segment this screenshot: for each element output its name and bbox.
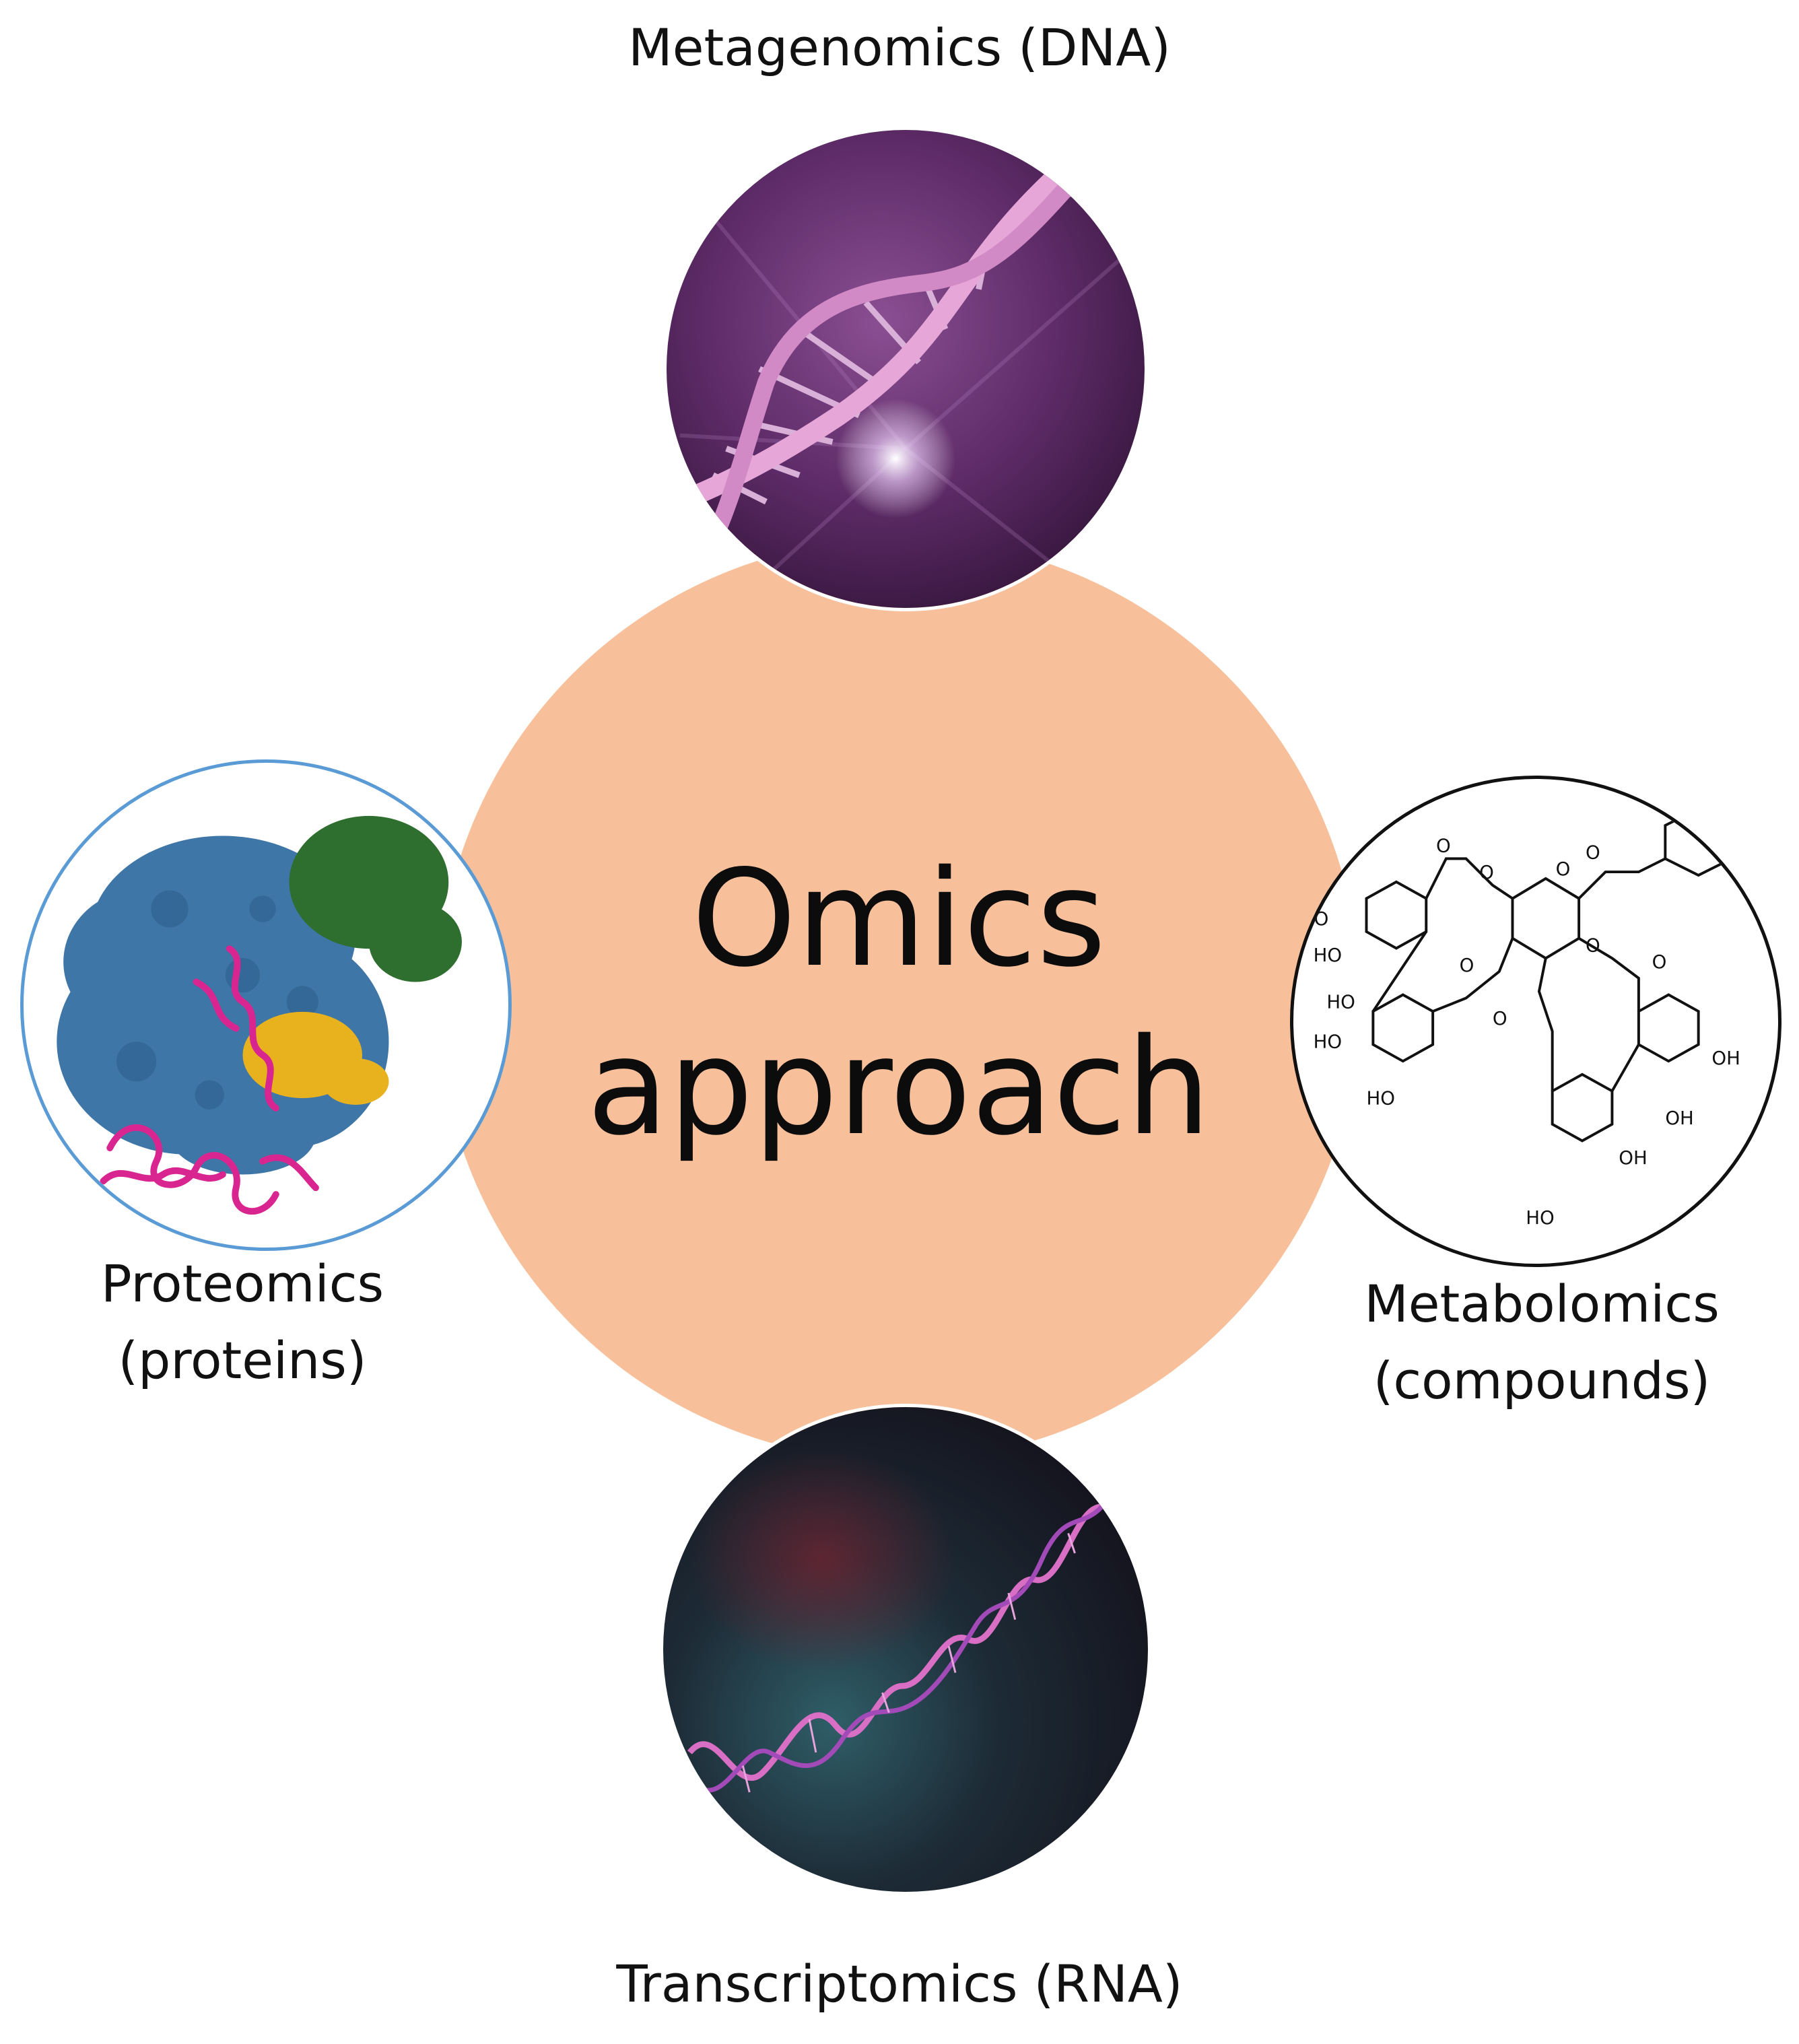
protein-image-circle bbox=[20, 759, 512, 1251]
chemical-structure-icon: O O O O O O O O HO HO HO HO HO HO HO OH … bbox=[1300, 807, 1740, 1229]
chem-label-oh3: OH bbox=[1619, 1147, 1648, 1169]
chem-label-o8: O bbox=[1652, 951, 1667, 973]
rna-image-circle bbox=[660, 1404, 1151, 1895]
proteomics-label-line2: (proteins) bbox=[118, 1330, 367, 1390]
omics-center-circle bbox=[438, 539, 1360, 1461]
center-title-line2: approach bbox=[586, 1009, 1211, 1165]
chem-label-o3: O bbox=[1556, 858, 1571, 880]
rna-strand-icon bbox=[663, 1407, 1148, 1892]
center-title-line1: Omics bbox=[691, 841, 1106, 996]
chem-label-o7: O bbox=[1586, 934, 1600, 956]
dna-strand-a bbox=[669, 146, 1089, 512]
center-title: Omics approach bbox=[438, 835, 1360, 1171]
compound-image-circle: O O O O O O O O HO HO HO HO HO HO HO OH … bbox=[1290, 776, 1781, 1267]
chem-label-o2: O bbox=[1479, 861, 1494, 883]
chem-label-o6: O bbox=[1493, 1007, 1507, 1029]
dna-strand-b bbox=[698, 161, 1134, 564]
metabolomics-label: Metabolomics (compounds) bbox=[1320, 1266, 1764, 1419]
chem-label-oh1: OH bbox=[1711, 1047, 1740, 1069]
metagenomics-label: Metagenomics (DNA) bbox=[628, 18, 1171, 77]
chem-label-ho3: HO bbox=[1314, 944, 1343, 966]
chem-label-ho6: HO bbox=[1366, 1087, 1395, 1109]
rna-strand-a bbox=[687, 1503, 1102, 1781]
chem-label-ho4: HO bbox=[1326, 990, 1355, 1013]
transcriptomics-label: Transcriptomics (RNA) bbox=[616, 1954, 1183, 2014]
metabolomics-label-line2: (compounds) bbox=[1373, 1351, 1711, 1410]
rna-strand-b bbox=[687, 1485, 1117, 1793]
chem-label-o5: O bbox=[1460, 954, 1474, 976]
dna-helix-icon bbox=[667, 130, 1145, 608]
chem-label-ho5: HO bbox=[1314, 1030, 1343, 1052]
protein-structure-icon bbox=[57, 815, 462, 1215]
chem-label-oh2: OH bbox=[1665, 1107, 1693, 1129]
dna-image-circle bbox=[663, 127, 1148, 611]
proteomics-label-line1: Proteomics bbox=[100, 1254, 384, 1314]
proteomics-label: Proteomics (proteins) bbox=[40, 1246, 444, 1399]
chem-label-o1: O bbox=[1436, 834, 1451, 856]
chem-label-o4: O bbox=[1586, 841, 1600, 863]
metabolomics-label-line1: Metabolomics bbox=[1364, 1274, 1720, 1334]
chem-label-ho2: HO bbox=[1300, 908, 1329, 930]
chem-label-ho1: HO bbox=[1314, 861, 1343, 883]
chem-label-ho7: HO bbox=[1526, 1206, 1555, 1229]
